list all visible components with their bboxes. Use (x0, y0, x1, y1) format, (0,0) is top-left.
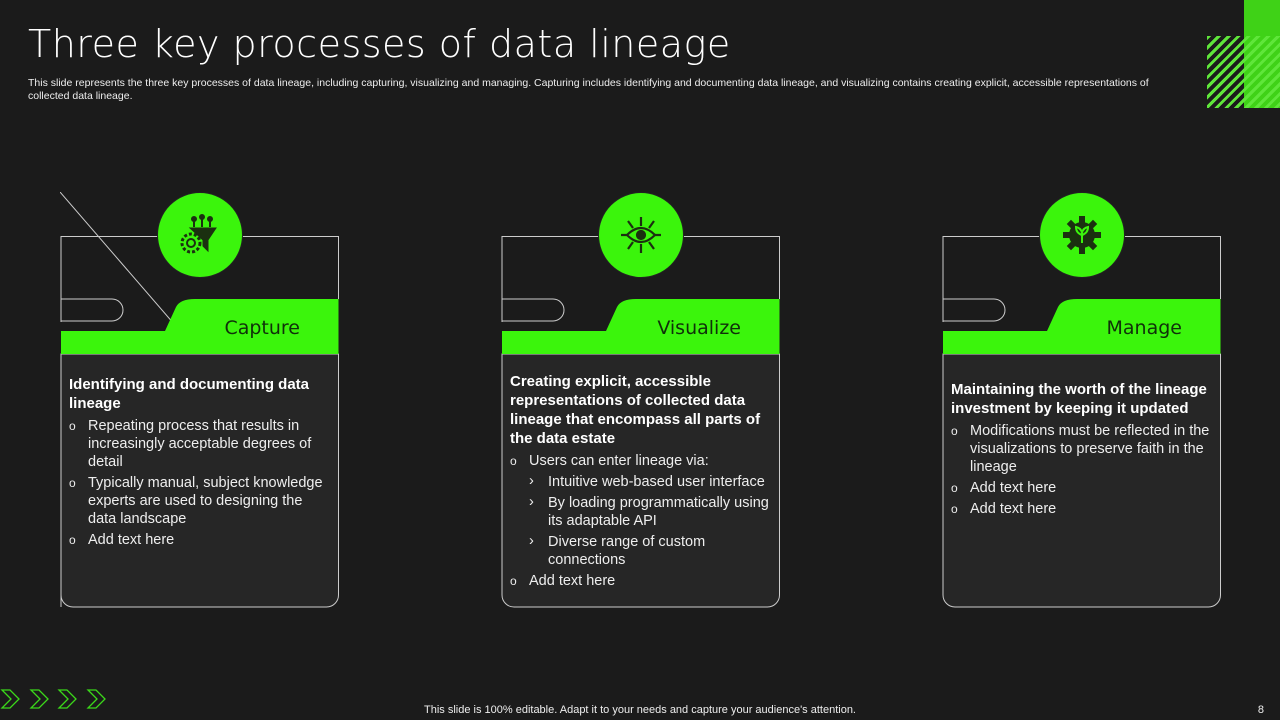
footer-note: This slide is 100% editable. Adapt it to… (424, 704, 856, 716)
bullet: Add text here (510, 572, 771, 590)
bullet: Modifications must be reflected in the v… (951, 422, 1212, 476)
card-capture: Capture Identifying and documenting data… (60, 192, 340, 610)
card-body: Creating explicit, accessible representa… (510, 372, 771, 593)
card-heading: Creating explicit, accessible representa… (510, 373, 761, 447)
chevrons-decoration (0, 689, 106, 709)
gear-plant-icon (1063, 216, 1101, 254)
card-heading: Identifying and documenting data lineage (69, 376, 309, 412)
page-number: 8 (1257, 704, 1264, 716)
tab-label: Capture (224, 317, 300, 339)
card-manage: Manage Maintaining the worth of the line… (942, 192, 1222, 610)
bullet: Add text here (951, 500, 1212, 518)
sub-bullet: Diverse range of custom connections (510, 532, 771, 569)
bullet: Add text here (951, 479, 1212, 497)
capture-icon-circle (157, 192, 243, 278)
hatched-decoration (1207, 36, 1280, 108)
card-body: Maintaining the worth of the lineage inv… (951, 380, 1212, 521)
card-heading: Maintaining the worth of the lineage inv… (951, 381, 1207, 417)
card-body: Identifying and documenting data lineage… (69, 375, 330, 552)
sub-bullet: Intuitive web-based user interface (510, 472, 771, 491)
tab-label: Visualize (657, 317, 741, 339)
manage-icon-circle (1039, 192, 1125, 278)
bullet: Add text here (69, 531, 330, 549)
visualize-icon-circle (598, 192, 684, 278)
bullet: Users can enter lineage via: (510, 452, 771, 470)
card-visualize: Visualize Creating explicit, accessible … (501, 192, 781, 610)
sub-bullet: By loading programmatically using its ad… (510, 493, 771, 530)
funnel-gear-icon (180, 214, 217, 254)
bullet: Typically manual, subject knowledge expe… (69, 474, 330, 528)
tab-label: Manage (1106, 317, 1182, 339)
slide-title: Three key processes of data lineage (28, 22, 731, 66)
bullet: Repeating process that results in increa… (69, 417, 330, 471)
eye-network-icon (621, 217, 661, 253)
slide-subtitle: This slide represents the three key proc… (28, 77, 1149, 102)
